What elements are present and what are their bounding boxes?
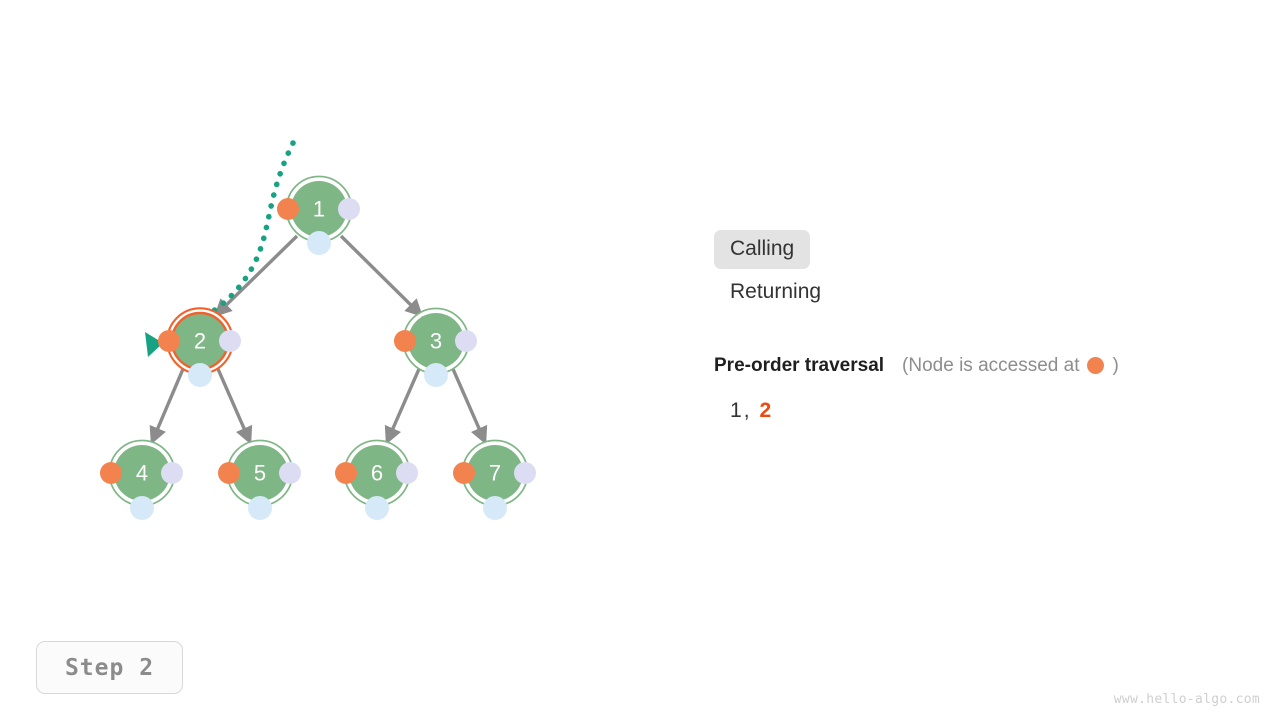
tree-nodes: 1 2 3 4	[100, 175, 536, 521]
node-6-bottom-dot	[365, 496, 389, 520]
node-6-access-dot	[335, 462, 357, 484]
access-dot-icon	[1087, 357, 1105, 374]
node-7-bottom-dot	[483, 496, 507, 520]
tree-node-6[interactable]: 6	[335, 439, 418, 521]
node-2-right-dot	[219, 330, 241, 352]
edge-3-6	[384, 368, 421, 445]
node-1-label: 1	[313, 197, 325, 222]
node-7-label: 7	[489, 461, 501, 486]
tree-node-2[interactable]: 2	[158, 307, 241, 388]
state-badge-calling[interactable]: Calling	[714, 230, 811, 270]
state-badge-returning[interactable]: Returning	[730, 280, 822, 304]
tree-node-5[interactable]: 5	[218, 439, 301, 521]
node-4-body	[114, 445, 170, 501]
node-3-access-dot	[394, 330, 416, 352]
tree-node-4[interactable]: 4	[100, 439, 183, 521]
node-6-right-dot	[396, 462, 418, 484]
node-1-access-dot	[277, 198, 299, 220]
node-3-right-dot	[455, 330, 477, 352]
node-2-bottom-dot	[188, 363, 212, 387]
edge-3-7	[451, 368, 488, 445]
binary-tree-diagram: 1 2 3 4	[100, 140, 536, 521]
traversal-sequence: 1 , 2	[730, 399, 1254, 423]
step-indicator: Step 2	[36, 641, 183, 694]
sequence-item-1: 1	[730, 398, 742, 422]
node-5-bottom-dot	[248, 496, 272, 520]
node-2-label: 2	[194, 329, 206, 354]
state-row-calling: Calling	[714, 230, 1254, 270]
traversal-note: (Node is accessed at )	[902, 355, 1119, 377]
tree-edges	[149, 234, 488, 445]
node-6-body	[349, 445, 405, 501]
node-3-label: 3	[430, 329, 442, 354]
node-7-body	[467, 445, 523, 501]
tree-node-1[interactable]: 1	[277, 175, 360, 256]
node-4-label: 4	[136, 461, 148, 486]
node-7-right-dot	[514, 462, 536, 484]
recursion-path-line	[157, 140, 296, 343]
node-5-body	[232, 445, 288, 501]
traversal-note-open: (Node is accessed at	[902, 354, 1080, 376]
traversal-title: Pre-order traversal	[714, 354, 885, 376]
tree-node-7[interactable]: 7	[453, 439, 536, 521]
edge-2-4	[149, 368, 185, 445]
node-1-body	[291, 181, 347, 237]
edge-1-2	[213, 234, 299, 317]
state-row-returning: Returning	[714, 273, 1254, 312]
edge-2-5	[216, 368, 253, 445]
node-2-access-dot	[158, 330, 180, 352]
sequence-item-2: 2	[759, 398, 772, 422]
recursion-path-arrowhead	[145, 332, 163, 357]
node-4-right-dot	[161, 462, 183, 484]
sequence-separator-1: ,	[743, 398, 750, 422]
node-1-right-dot	[338, 198, 360, 220]
edge-1-3	[339, 234, 424, 317]
node-4-bottom-dot	[130, 496, 154, 520]
node-1-bottom-dot	[307, 231, 331, 255]
node-7-access-dot	[453, 462, 475, 484]
tree-node-3[interactable]: 3	[394, 307, 477, 388]
recursion-path	[145, 140, 296, 357]
node-5-label: 5	[254, 461, 266, 486]
info-panel: Calling Returning Pre-order traversal (N…	[714, 230, 1254, 423]
node-3-body	[408, 313, 464, 369]
node-3-bottom-dot	[424, 363, 448, 387]
call-state-legend: Calling Returning	[714, 230, 1254, 313]
node-5-access-dot	[218, 462, 240, 484]
node-4-access-dot	[100, 462, 122, 484]
traversal-heading: Pre-order traversal (Node is accessed at…	[714, 355, 1254, 377]
node-6-label: 6	[371, 461, 383, 486]
traversal-note-close: )	[1112, 354, 1119, 376]
node-5-right-dot	[279, 462, 301, 484]
watermark: www.hello-algo.com	[1113, 692, 1260, 707]
